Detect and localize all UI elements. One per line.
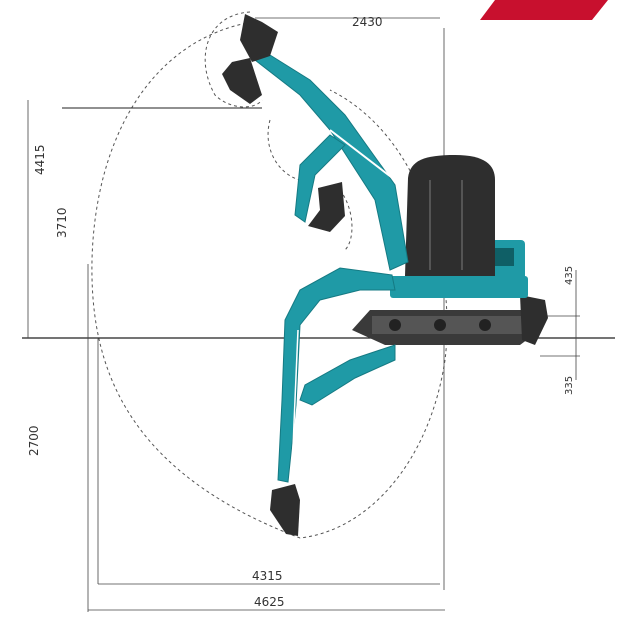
label-blade-height: 435 bbox=[564, 266, 575, 285]
operator-cab bbox=[405, 155, 495, 276]
label-dig-depth: 2700 bbox=[27, 425, 41, 456]
bucket-dump bbox=[222, 58, 262, 104]
label-reach-inner: 4315 bbox=[252, 569, 283, 583]
label-max-dump-height: 4415 bbox=[33, 144, 47, 175]
label-top-width: 2430 bbox=[352, 15, 383, 29]
bucket-swing-arc bbox=[204, 11, 263, 108]
brand-banner bbox=[480, 0, 608, 20]
label-reach-outer: 4625 bbox=[254, 595, 285, 609]
undercarriage bbox=[352, 295, 548, 345]
arm-swing-arc bbox=[267, 119, 353, 251]
label-mid-height: 3710 bbox=[55, 207, 69, 238]
bucket-dig bbox=[270, 484, 300, 536]
lowered-boom-arm bbox=[277, 267, 396, 483]
label-blade-depth: 335 bbox=[564, 376, 575, 395]
raised-boom-arm bbox=[254, 49, 409, 271]
bucket-top bbox=[240, 14, 278, 62]
bucket-mid bbox=[308, 182, 345, 232]
